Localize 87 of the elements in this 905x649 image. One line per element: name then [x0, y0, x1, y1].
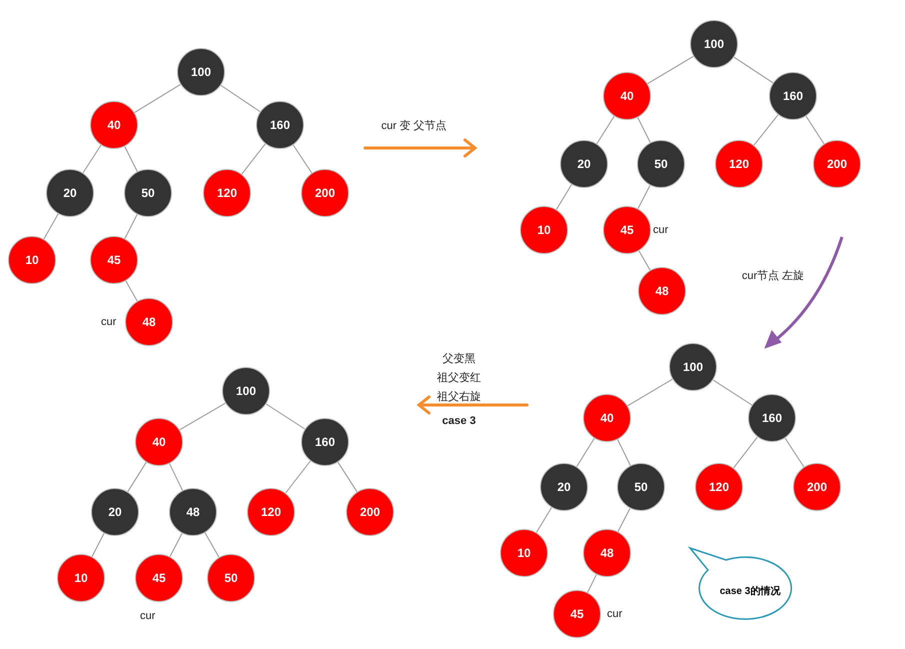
tree-node: 40	[583, 394, 631, 442]
tree-link	[576, 438, 595, 468]
tree-node: 50	[637, 140, 685, 188]
tree-node: 40	[603, 72, 651, 120]
tree-node: 160	[769, 72, 817, 120]
tree-link	[753, 114, 779, 146]
tree-node: 100	[669, 343, 717, 391]
tree-link	[617, 439, 631, 466]
tree-link	[806, 116, 824, 144]
tree-link	[638, 184, 650, 210]
tree-link	[92, 532, 104, 558]
tree-node: 200	[301, 169, 349, 217]
tree-link	[784, 438, 804, 468]
tree-node: 40	[90, 101, 138, 149]
tree-node: 120	[203, 169, 251, 217]
tree-link	[734, 56, 774, 84]
step-note: case 3	[442, 415, 476, 427]
tree-link	[168, 463, 184, 491]
tree-link	[712, 380, 752, 406]
tree-link	[204, 532, 220, 558]
tree-link	[127, 462, 147, 492]
pointer-label: cur	[653, 224, 668, 236]
tree-node: 50	[124, 169, 172, 217]
tree-node: 200	[813, 140, 861, 188]
tree-link	[266, 404, 306, 430]
tree-node: 200	[346, 488, 394, 536]
tree-link	[337, 462, 358, 492]
tree-node: 160	[301, 418, 349, 466]
tree-node: 100	[222, 367, 270, 415]
tree-link	[637, 116, 651, 144]
step-note: cur节点 左旋	[742, 268, 804, 283]
tree-node: 50	[617, 463, 665, 511]
tree-node: 48	[583, 529, 631, 577]
tree-node: 48	[125, 298, 173, 346]
tree-link	[220, 84, 261, 112]
tree-link	[292, 144, 312, 174]
tree-link	[733, 436, 758, 468]
bubble-text: case 3的情况	[720, 584, 780, 598]
tree-node: 10	[520, 206, 568, 254]
pointer-label: cur	[607, 608, 622, 620]
tree-node: 45	[603, 206, 651, 254]
tree-node: 160	[256, 101, 304, 149]
tree-node: 45	[135, 554, 183, 602]
tree-node: 10	[57, 554, 105, 602]
tree-node: 40	[135, 418, 183, 466]
tree-node: 100	[177, 48, 225, 96]
tree-node: 20	[46, 169, 94, 217]
tree-node: 10	[500, 529, 548, 577]
tree-node: 45	[553, 590, 601, 638]
tree-link	[125, 280, 138, 302]
tree-link	[241, 143, 266, 175]
tree-node: 45	[90, 236, 138, 284]
tree-node: 120	[715, 140, 763, 188]
tree-link	[536, 507, 552, 533]
tree-link	[82, 144, 102, 174]
tree-link	[587, 574, 597, 593]
tree-link	[43, 213, 59, 240]
tree-node: 10	[8, 236, 56, 284]
tree-node: 20	[540, 463, 588, 511]
step-note: 祖父右旋	[437, 390, 481, 404]
tree-link	[618, 508, 630, 532]
step-note: 祖父变红	[437, 370, 481, 385]
tree-link	[134, 84, 181, 114]
tree-node: 120	[247, 488, 295, 536]
pointer-label: cur	[140, 610, 156, 622]
tree-link	[124, 146, 138, 172]
tree-node: 200	[793, 463, 841, 511]
tree-link	[170, 532, 182, 558]
tree-node: 50	[207, 554, 255, 602]
tree-link	[638, 250, 651, 271]
tree-node: 20	[91, 488, 139, 536]
step-note: 父变黑	[442, 352, 476, 366]
tree-node: 120	[695, 463, 743, 511]
tree-link	[596, 116, 615, 144]
tree-link	[285, 460, 311, 494]
tree-link	[179, 402, 226, 430]
tree-node: 20	[560, 140, 608, 188]
tree-node: 160	[748, 394, 796, 442]
tree-link	[627, 378, 673, 406]
tree-link	[556, 184, 572, 210]
tree-link	[647, 56, 694, 84]
tree-node: 100	[690, 20, 738, 68]
pointer-label: cur	[101, 316, 116, 328]
tree-link	[124, 214, 138, 240]
tree-node: 48	[638, 267, 686, 315]
tree-node: 48	[169, 488, 217, 536]
step-note: cur 变 父节点	[381, 118, 447, 133]
